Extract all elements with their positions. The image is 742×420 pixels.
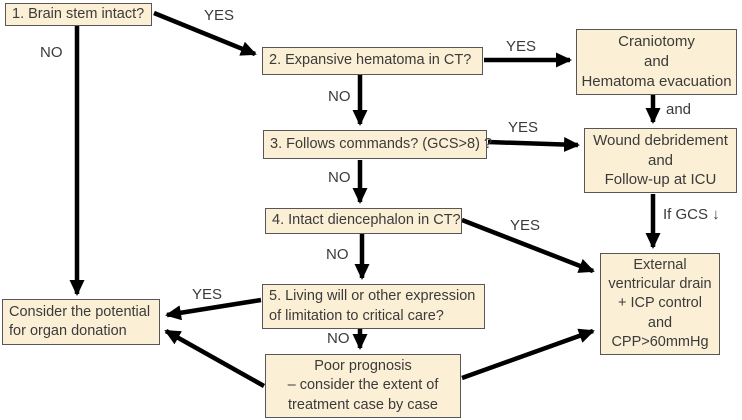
node-wound-debridement: Wound debridement and Follow-up at ICU (584, 128, 737, 193)
label-q4-yes: YES (510, 217, 541, 234)
node-external-ventricular-drain: External ventricular drain + ICP control… (600, 253, 720, 355)
label-q4-no: NO (326, 246, 349, 263)
label-q5-yes: YES (192, 286, 223, 303)
node-brain-stem-intact: 1. Brain stem intact? (5, 3, 152, 26)
arrow-q4-yes (461, 217, 595, 274)
node-poor-prognosis: Poor prognosis – consider the extent of … (265, 354, 461, 418)
node-organ-donation: Consider the potential for organ donatio… (2, 299, 160, 345)
node-living-will: 5. Living will or other expression of li… (262, 284, 485, 329)
label-q1-no: NO (40, 44, 63, 61)
label-and-connector: and (666, 101, 692, 118)
arrow-q3-yes (487, 137, 580, 153)
node-expansive-hematoma: 2. Expansive hematoma in CT? (262, 47, 483, 75)
arrow-q5-yes (165, 297, 262, 321)
node-intact-diencephalon: 4. Intact diencephalon in CT? (265, 208, 462, 234)
arrow-poor-to-evd (461, 328, 595, 381)
label-q2-yes: YES (506, 38, 537, 55)
node-follows-commands: 3. Follows commands? (GCS>8) ? (263, 130, 492, 159)
arrow-poor-to-organ (164, 329, 266, 388)
label-q3-no: NO (328, 169, 351, 186)
label-q2-no: NO (328, 88, 351, 105)
label-q5-no: NO (327, 330, 350, 347)
label-if-gcs-drop: If GCS ↓ (663, 206, 720, 223)
arrow-q1-yes (153, 10, 257, 57)
label-q3-yes: YES (508, 119, 539, 136)
node-craniotomy: Craniotomy and Hematoma evacuation (576, 29, 737, 95)
label-q1-yes: YES (204, 7, 235, 24)
